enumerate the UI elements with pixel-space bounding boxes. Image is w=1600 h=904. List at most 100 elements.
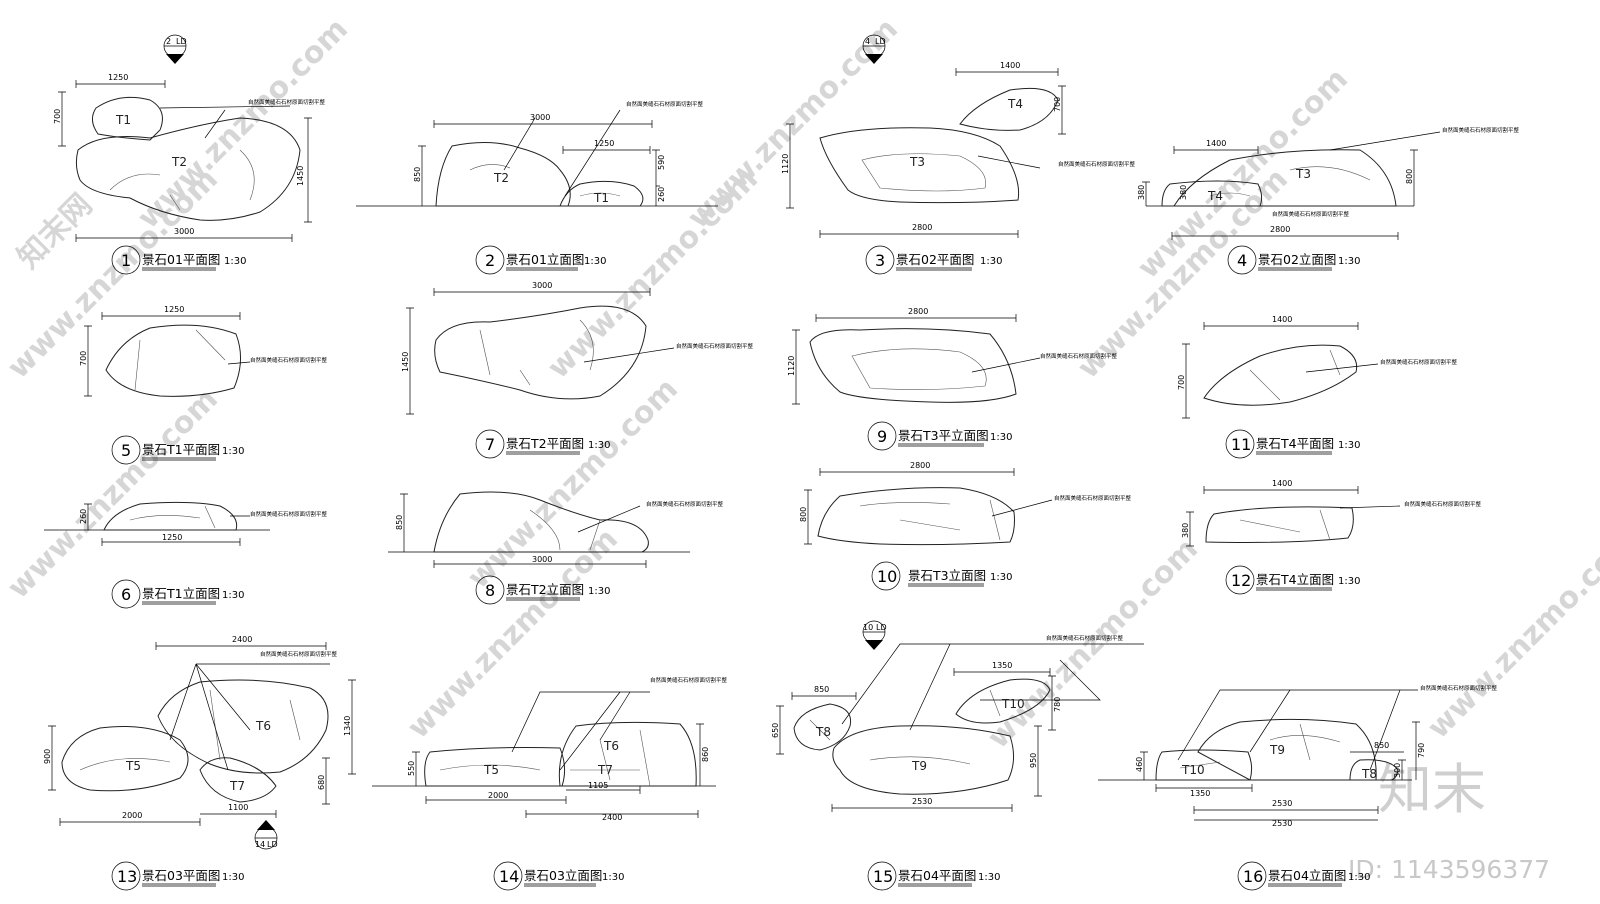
drawing-scale: 1:30 xyxy=(1348,872,1370,883)
drawing-scale: 1:30 xyxy=(222,590,244,601)
dim-label: 850 xyxy=(395,515,404,530)
dim-label: 2800 xyxy=(908,307,928,316)
dim-label: 700 xyxy=(53,109,62,124)
dim-label: 260 xyxy=(79,509,88,524)
dim-label: 2800 xyxy=(1270,225,1290,234)
dim-label: 650 xyxy=(771,723,780,738)
dim-label: 460 xyxy=(1135,757,1144,772)
material-note: 自然面美缝石石材原面切割平整 xyxy=(1380,358,1458,366)
material-note: 自然面美缝石石材原面切割平整 xyxy=(1046,634,1124,642)
dim-label: 680 xyxy=(317,775,326,790)
drawing-title: 景石T2立面图 xyxy=(506,582,584,597)
drawing-scale: 1:30 xyxy=(1338,256,1360,267)
drawing-11-plan: 1400 700 自然面美缝石石材原面切割平整 xyxy=(1177,315,1458,419)
drawing-number: 9 xyxy=(877,427,887,446)
stone-tag: T10 xyxy=(1001,697,1025,711)
drawing-title: 景石T4立面图 xyxy=(1256,572,1334,587)
dim-label: 3000 xyxy=(530,113,550,122)
material-note: 自然面美缝石石材原面切割平整 xyxy=(650,676,728,684)
drawing-14-elevation: T5 T6 T7 550 860 2000 1105 2400 自然面美缝石石材… xyxy=(372,676,728,822)
section-marker: 4 LD xyxy=(862,34,886,64)
stone-tag: T3 xyxy=(1295,167,1311,181)
stone-tag: T10 xyxy=(1181,763,1205,777)
dim-label: 800 xyxy=(799,507,808,522)
drawing-scale: 1:30 xyxy=(222,446,244,457)
drawing-title: 景石T2平面图 xyxy=(506,436,584,451)
stone-tag: T9 xyxy=(1269,743,1285,757)
material-note: 自然面美缝石石材原面切割平整 xyxy=(248,98,326,106)
dim-label: 790 xyxy=(1417,743,1426,758)
drawing-scale: 1:30 xyxy=(980,256,1002,267)
section-marker: 14 LD xyxy=(254,820,278,850)
stone-tag: T4 xyxy=(1207,189,1223,203)
drawing-title: 景石T4平面图 xyxy=(1256,436,1334,451)
drawing-12-elevation: 1400 380 自然面美缝石石材原面切割平整 xyxy=(1181,479,1482,547)
material-note: 自然面美缝石石材原面切割平整 xyxy=(1442,126,1520,134)
drawing-number: 2 xyxy=(485,251,495,270)
drawing-title: 景石T1平面图 xyxy=(142,442,220,457)
dim-label: 1250 xyxy=(162,533,182,542)
drawing-scale: 1:30 xyxy=(602,872,624,883)
marker-number: 2 xyxy=(166,37,171,46)
drawing-1-plan: T1 T2 1250 700 1450 3000 自然面美缝石石材原面切割平整 xyxy=(53,73,326,242)
drawing-number: 1 xyxy=(121,251,131,270)
dim-label: 380 xyxy=(1137,185,1146,200)
dim-label: 950 xyxy=(1029,753,1038,768)
stone-tag: T8 xyxy=(815,725,831,739)
section-marker: 10 LD xyxy=(862,620,887,650)
drawing-number: 6 xyxy=(121,585,131,604)
watermark-text: www.znzmo.com xyxy=(681,12,905,236)
dim-label: 1350 xyxy=(992,661,1012,670)
section-marker: 2 LD xyxy=(163,34,187,64)
drawing-number: 7 xyxy=(485,435,495,454)
stone-tag: T7 xyxy=(229,779,245,793)
drawing-number: 12 xyxy=(1231,571,1251,590)
dim-label: 550 xyxy=(407,761,416,776)
drawing-9-plan: 2800 1120 自然面美缝石石材原面切割平整 xyxy=(787,307,1118,405)
dim-label: 2530 xyxy=(1272,819,1292,828)
drawing-title: 景石03平面图 xyxy=(142,868,220,883)
watermark-id: ID: 1143596377 xyxy=(1348,855,1550,884)
dim-label: 780 xyxy=(1053,697,1062,712)
dim-label: 2530 xyxy=(912,797,932,806)
dim-label: 3000 xyxy=(174,227,194,236)
drawing-number: 5 xyxy=(121,441,131,460)
drawing-scale: 1:30 xyxy=(584,256,606,267)
stone-tag: T5 xyxy=(483,763,499,777)
material-note: 自然面美缝石石材原面切割平整 xyxy=(1404,500,1482,508)
drawing-number: 10 xyxy=(877,567,897,586)
material-note: 自然面美缝石石材原面切割平整 xyxy=(626,100,704,108)
material-note: 自然面美缝石石材原面切割平整 xyxy=(250,356,328,364)
dim-label: 590 xyxy=(657,155,666,170)
drawing-number: 8 xyxy=(485,581,495,600)
dim-label: 380 xyxy=(1179,185,1188,200)
drawing-titles: 1 景石01平面图 1:30 2 景石01立面图 1:30 3 景石02平面图 … xyxy=(111,245,1370,891)
material-note: 自然面美缝石石材原面切割平整 xyxy=(646,500,724,508)
drawing-number: 11 xyxy=(1231,435,1251,454)
dim-label: 260 xyxy=(657,187,666,202)
marker-number: 10 xyxy=(863,623,873,632)
dim-label: 380 xyxy=(1181,523,1190,538)
drawing-title: 景石01平面图 xyxy=(142,252,220,267)
dim-label: 700 xyxy=(79,351,88,366)
dim-label: 1450 xyxy=(401,352,410,372)
dim-label: 1400 xyxy=(1000,61,1020,70)
dim-label: 850 xyxy=(814,685,829,694)
dim-label: 1250 xyxy=(594,139,614,148)
marker-ref: LD xyxy=(876,623,887,632)
marker-number: 14 xyxy=(255,840,265,849)
drawing-scale: 1:30 xyxy=(224,256,246,267)
material-note: 自然面美缝石石材原面切割平整 xyxy=(1054,494,1132,502)
drawing-title: 景石01立面图 xyxy=(506,252,584,267)
drawing-scale: 1:30 xyxy=(222,872,244,883)
drawing-title: 景石04立面图 xyxy=(1268,868,1346,883)
material-note: 自然面美缝石石材原面切割平整 xyxy=(1058,160,1136,168)
dim-label: 3000 xyxy=(532,281,552,290)
drawing-scale: 1:30 xyxy=(990,432,1012,443)
material-note: 自然面美缝石石材原面切割平整 xyxy=(1272,210,1350,218)
dim-label: 1400 xyxy=(1272,479,1292,488)
drawing-scale: 1:30 xyxy=(588,586,610,597)
watermark-text: 知末网 xyxy=(11,187,99,275)
dim-label: 900 xyxy=(43,749,52,764)
stone-tag: T7 xyxy=(597,763,613,777)
